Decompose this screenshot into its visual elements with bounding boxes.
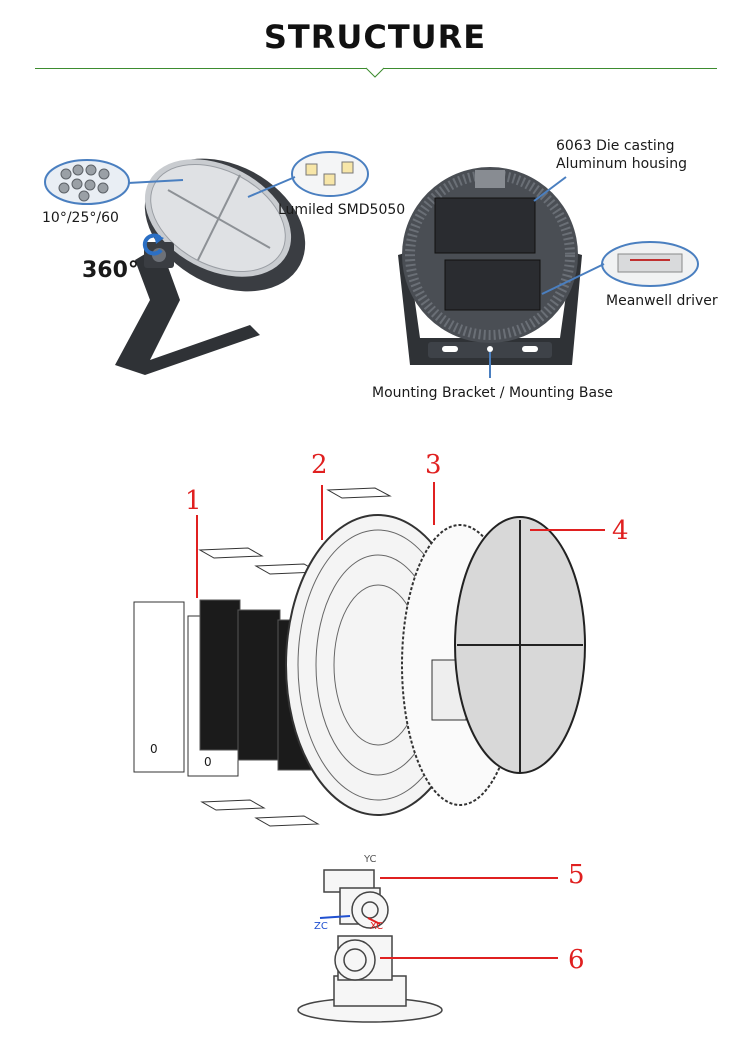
part-number-1: 1	[185, 486, 202, 516]
rotation-label: 360°	[82, 258, 139, 283]
led-leader-line	[247, 176, 296, 198]
driver-label: Meanwell driver	[606, 293, 718, 309]
housing-label-line2: Aluminum housing	[556, 156, 687, 172]
part-number-6: 6	[568, 945, 585, 975]
part-number-5: 5	[568, 860, 585, 890]
divider-notch-icon	[365, 67, 385, 78]
bracket-label: Mounting Bracket / Mounting Base	[372, 385, 614, 401]
housing-leader-line	[533, 176, 567, 202]
panel-mark-right: 0	[204, 755, 212, 769]
rotate-arrow-icon	[142, 233, 164, 256]
bracket-callout-lines	[380, 877, 558, 959]
part-number-2: 2	[311, 450, 328, 480]
housing-label-line1: 6063 Die casting	[556, 138, 675, 154]
axis-label-xc: XC	[370, 921, 384, 932]
axis-label-yc: YC	[364, 854, 377, 865]
panel-mark-left: 0	[150, 742, 158, 756]
exploded-diagram	[133, 487, 586, 827]
part-number-3: 3	[425, 450, 442, 480]
lens-closeup-image	[44, 159, 130, 205]
driver-leader-line	[541, 263, 605, 295]
floodlight-front-image	[115, 158, 306, 375]
floodlight-back-image	[398, 167, 582, 365]
bracket-detail-image	[297, 869, 443, 1023]
exploded-callout-lines	[196, 482, 605, 598]
led-chip-closeup-image	[291, 151, 369, 197]
led-chip-label: Lumiled SMD5050	[278, 202, 406, 218]
driver-closeup-image	[601, 241, 699, 287]
bracket-leader-line	[489, 352, 491, 378]
page-title: STRUCTURE	[263, 18, 487, 56]
axis-label-zc: ZC	[314, 921, 328, 932]
beam-angle-label: 10°/25°/60	[42, 210, 119, 226]
lens-leader-line	[127, 179, 184, 184]
part-number-4: 4	[612, 516, 629, 546]
